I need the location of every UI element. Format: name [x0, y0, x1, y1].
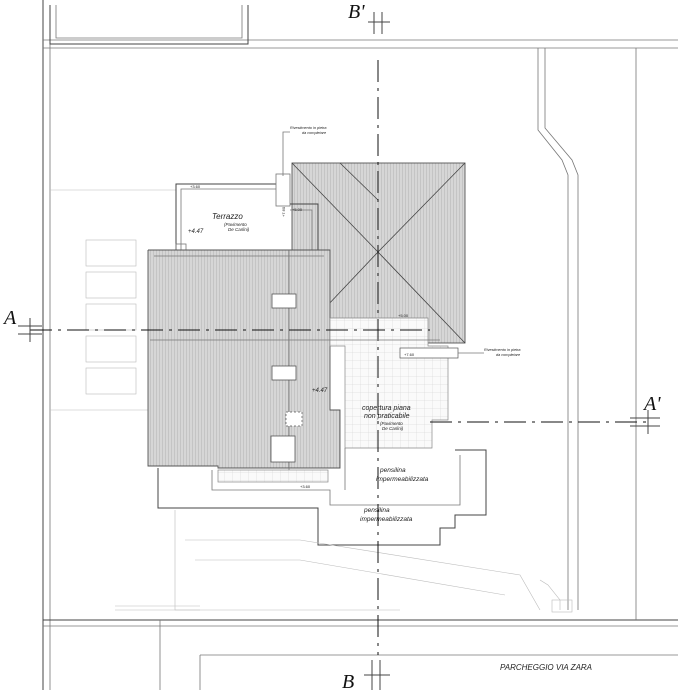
svg-text:+5.00: +5.00	[398, 313, 409, 318]
svg-text:A: A	[2, 307, 17, 329]
svg-text:PARCHEGGIO VIA ZARA: PARCHEGGIO VIA ZARA	[500, 663, 592, 672]
svg-text:+4.47: +4.47	[188, 229, 204, 235]
svg-text:copertura piana: copertura piana	[362, 405, 411, 412]
street-label: PARCHEGGIO VIA ZARA	[500, 663, 592, 672]
svg-text:+7.60: +7.60	[281, 206, 286, 217]
section-marker-b-top: B'	[348, 1, 390, 34]
svg-text:impermeabilizzata: impermeabilizzata	[360, 516, 413, 523]
svg-text:+3.60: +3.60	[190, 184, 201, 189]
canopies	[115, 448, 541, 611]
svg-text:impermeabilizzata: impermeabilizzata	[376, 476, 429, 483]
section-marker-a-right: A'	[630, 393, 661, 434]
note-stone-cladding-1: Rivestimento in pietra da completare	[282, 126, 327, 176]
svg-text:non praticabile: non praticabile	[364, 413, 410, 420]
terrazzo-label: Terrazzo (Pavimento De Carlini)	[212, 212, 250, 232]
pensilina-label-1: pensilina impermeabilizzata	[376, 467, 429, 483]
note-stone-cladding-2: Rivestimento in pietra da completare	[458, 348, 521, 357]
site-boundary	[42, 0, 678, 690]
svg-text:da completare: da completare	[496, 353, 520, 357]
parking-bays	[50, 189, 176, 411]
svg-text:pensilina: pensilina	[363, 507, 390, 514]
svg-text:+5.00: +5.00	[292, 207, 303, 212]
svg-text:da completare: da completare	[302, 131, 326, 135]
svg-text:+4.47: +4.47	[312, 388, 328, 394]
section-marker-a-left: A	[2, 307, 42, 342]
section-axes	[30, 60, 650, 655]
level-markers: +3.60 +5.00 +7.60 +4.47 +5.00 +7.60 +4.4…	[188, 184, 415, 489]
svg-text:Terrazzo: Terrazzo	[212, 212, 243, 221]
svg-text:De Carlini): De Carlini)	[382, 426, 404, 431]
svg-text:A': A'	[642, 393, 661, 415]
svg-text:B': B'	[348, 1, 365, 23]
terrazzo-area	[175, 173, 319, 257]
svg-text:B: B	[342, 671, 354, 690]
svg-text:(Pavimento: (Pavimento	[224, 222, 247, 227]
flat-roof-grid	[217, 317, 459, 483]
svg-text:pensilina: pensilina	[379, 467, 406, 474]
copertura-label: copertura piana non praticabile (Pavimen…	[362, 405, 411, 431]
svg-text:Rivestimento in pietra: Rivestimento in pietra	[290, 126, 327, 130]
svg-text:De Carlini): De Carlini)	[228, 227, 250, 232]
main-flat-roof	[147, 249, 341, 470]
access-ramp-lines	[537, 48, 579, 613]
svg-text:(Pavimento: (Pavimento	[380, 421, 403, 426]
svg-text:+3.60: +3.60	[300, 484, 311, 489]
pensilina-label-2: pensilina impermeabilizzata	[360, 507, 413, 523]
svg-text:+7.60: +7.60	[404, 352, 415, 357]
section-marker-b-bottom: B	[342, 660, 390, 690]
svg-text:Rivestimento in pietra: Rivestimento in pietra	[484, 348, 521, 352]
